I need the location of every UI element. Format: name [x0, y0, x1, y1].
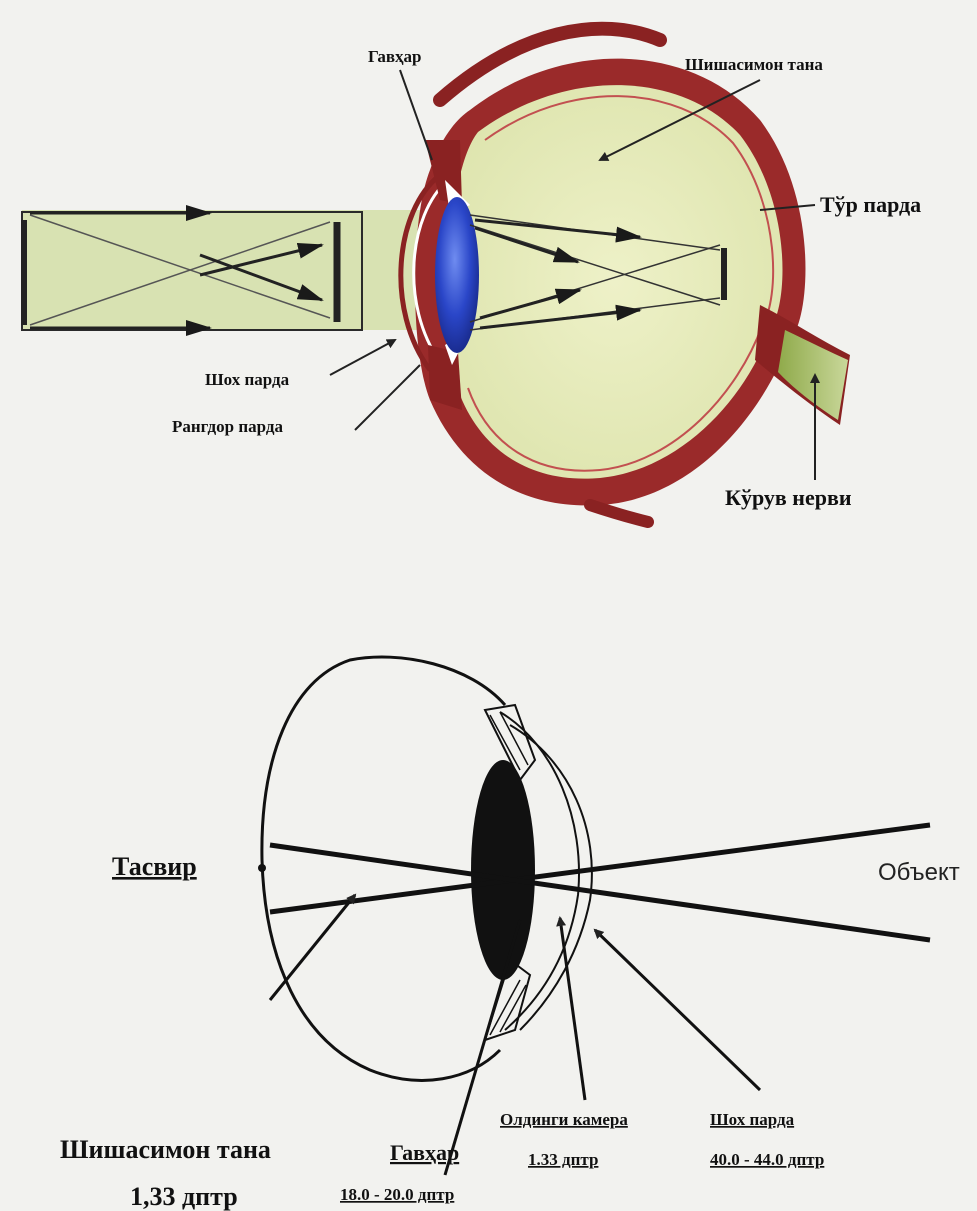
label-cornea: Шох парда [205, 370, 290, 389]
leader-line [445, 920, 520, 1175]
label-optic-nerve: Кўрув нерви [725, 485, 852, 510]
leader-line [595, 930, 760, 1090]
leader-line [400, 70, 432, 160]
label-iris: Рангдор парда [172, 417, 283, 436]
leader-line [355, 365, 420, 430]
label-vitreous: Шишасимон тана [685, 55, 823, 74]
label-anterior-chamber: Олдинги камера [500, 1110, 628, 1129]
lower-eyelid [590, 505, 648, 522]
label-cornea-value: 40.0 - 44.0 дптр [710, 1150, 824, 1169]
label-lens: Гавҳар [390, 1140, 459, 1165]
image-dot [258, 864, 266, 872]
ray [270, 825, 930, 912]
label-vitreous-value: 1,33 дптр [130, 1182, 238, 1211]
figure-eye-optics: Тасвир Объект Шишасимон тана 1,33 дптр Г… [60, 657, 960, 1211]
label-retina: Тўр парда [820, 192, 921, 217]
eyeball-outline [262, 657, 505, 1080]
label-lens-value: 18.0 - 20.0 дптр [340, 1185, 454, 1204]
label-vitreous: Шишасимон тана [60, 1135, 271, 1164]
label-lens: Гавҳар [368, 47, 421, 66]
label-image: Тасвир [112, 852, 197, 881]
label-object: Объект [878, 859, 960, 886]
figure-eye-anatomy: Гавҳар Шишасимон тана Тўр парда Шох пард… [22, 29, 921, 522]
label-anterior-chamber-value: 1.33 дптр [528, 1150, 598, 1169]
lens [471, 760, 535, 980]
leader-line [560, 918, 585, 1100]
leader-line [330, 340, 395, 375]
label-cornea: Шох парда [710, 1110, 795, 1129]
ray [270, 845, 930, 940]
